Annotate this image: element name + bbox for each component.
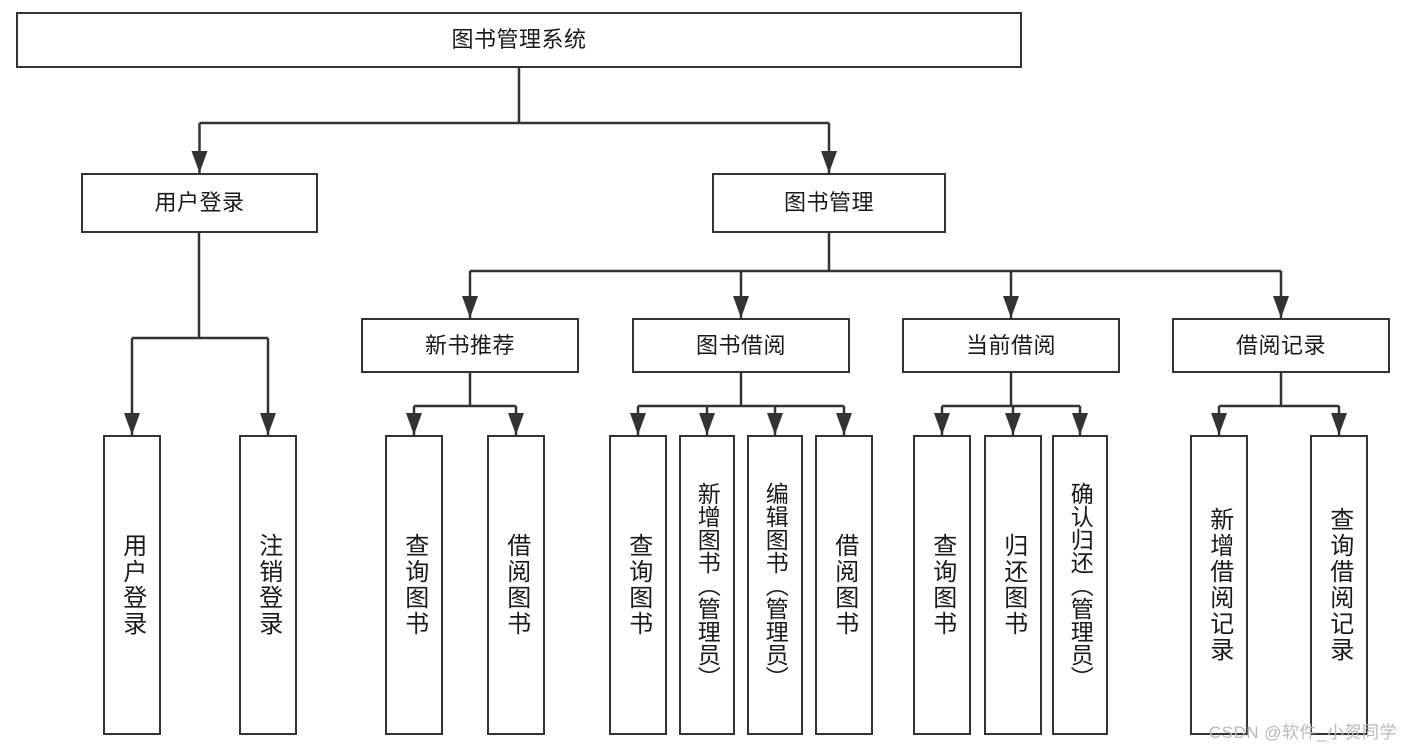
node-leaf-borrow-book-2[interactable]: 借阅图书 — [815, 435, 873, 735]
arrow-head-1-3 — [1273, 296, 1289, 318]
arrow-head-4-2 — [767, 413, 783, 435]
node-label: 注销登录 — [254, 533, 282, 637]
node-newbook[interactable]: 新书推荐 — [361, 318, 579, 373]
node-leaf-confirm-return[interactable]: 确认归还（管理员） — [1052, 435, 1108, 735]
node-label: 编辑图书（管理员） — [762, 481, 789, 689]
node-label: 查询图书 — [624, 533, 652, 637]
node-borrow[interactable]: 图书借阅 — [632, 318, 850, 373]
arrow-head-4-1 — [699, 413, 715, 435]
node-current[interactable]: 当前借阅 — [902, 318, 1120, 373]
node-label: 用户登录 — [118, 533, 146, 637]
node-leaf-add-record[interactable]: 新增借阅记录 — [1190, 435, 1248, 735]
node-records[interactable]: 借阅记录 — [1172, 318, 1390, 373]
arrow-head-4-3 — [836, 413, 852, 435]
node-label: 借阅记录 — [1235, 332, 1326, 358]
arrow-head-1-0 — [462, 296, 478, 318]
node-label: 图书借阅 — [695, 332, 786, 358]
arrow-head-5-0 — [934, 413, 950, 435]
node-label: 借阅图书 — [502, 533, 530, 637]
node-label: 图书管理 — [783, 190, 874, 216]
arrow-head-5-2 — [1072, 413, 1088, 435]
arrow-head-0-1 — [821, 151, 837, 173]
arrow-head-5-1 — [1005, 413, 1021, 435]
arrow-head-6-0 — [1211, 413, 1227, 435]
watermark: CSDN @软件_小贺同学 — [1208, 723, 1397, 742]
arrow-head-0-0 — [191, 151, 208, 173]
node-leaf-user-login[interactable]: 用户登录 — [103, 435, 161, 735]
node-leaf-user-logout[interactable]: 注销登录 — [239, 435, 297, 735]
node-label: 确认归还（管理员） — [1067, 481, 1094, 689]
arrow-head-1-1 — [733, 296, 749, 318]
node-label: 当前借阅 — [965, 332, 1056, 358]
node-leaf-borrow-book-1[interactable]: 借阅图书 — [487, 435, 545, 735]
node-login[interactable]: 用户登录 — [81, 173, 318, 233]
node-label: 查询图书 — [928, 533, 956, 637]
node-label: 新增图书（管理员） — [694, 481, 721, 689]
node-label: 查询图书 — [400, 533, 428, 637]
node-label: 归还图书 — [999, 533, 1027, 637]
node-leaf-query-book-3[interactable]: 查询图书 — [913, 435, 971, 735]
arrow-head-2-0 — [124, 413, 140, 435]
node-label: 图书管理系统 — [451, 27, 587, 53]
arrow-head-1-2 — [1003, 296, 1019, 318]
node-label: 用户登录 — [154, 190, 245, 216]
node-leaf-return-book[interactable]: 归还图书 — [984, 435, 1042, 735]
node-leaf-add-book[interactable]: 新增图书（管理员） — [679, 435, 735, 735]
arrow-head-3-1 — [508, 413, 524, 435]
node-bookmgmt[interactable]: 图书管理 — [712, 173, 946, 233]
node-label: 借阅图书 — [830, 533, 858, 637]
node-label: 查询借阅记录 — [1325, 507, 1353, 663]
node-label: 新书推荐 — [424, 332, 515, 358]
node-leaf-query-book-2[interactable]: 查询图书 — [609, 435, 667, 735]
arrow-head-2-1 — [260, 413, 276, 435]
arrow-head-4-0 — [630, 413, 646, 435]
arrow-head-6-1 — [1331, 413, 1347, 435]
node-root[interactable]: 图书管理系统 — [16, 12, 1022, 68]
node-leaf-query-record[interactable]: 查询借阅记录 — [1310, 435, 1368, 735]
arrow-head-3-0 — [406, 413, 422, 435]
node-leaf-query-book-1[interactable]: 查询图书 — [385, 435, 443, 735]
node-leaf-edit-book[interactable]: 编辑图书（管理员） — [747, 435, 803, 735]
node-label: 新增借阅记录 — [1205, 507, 1233, 663]
